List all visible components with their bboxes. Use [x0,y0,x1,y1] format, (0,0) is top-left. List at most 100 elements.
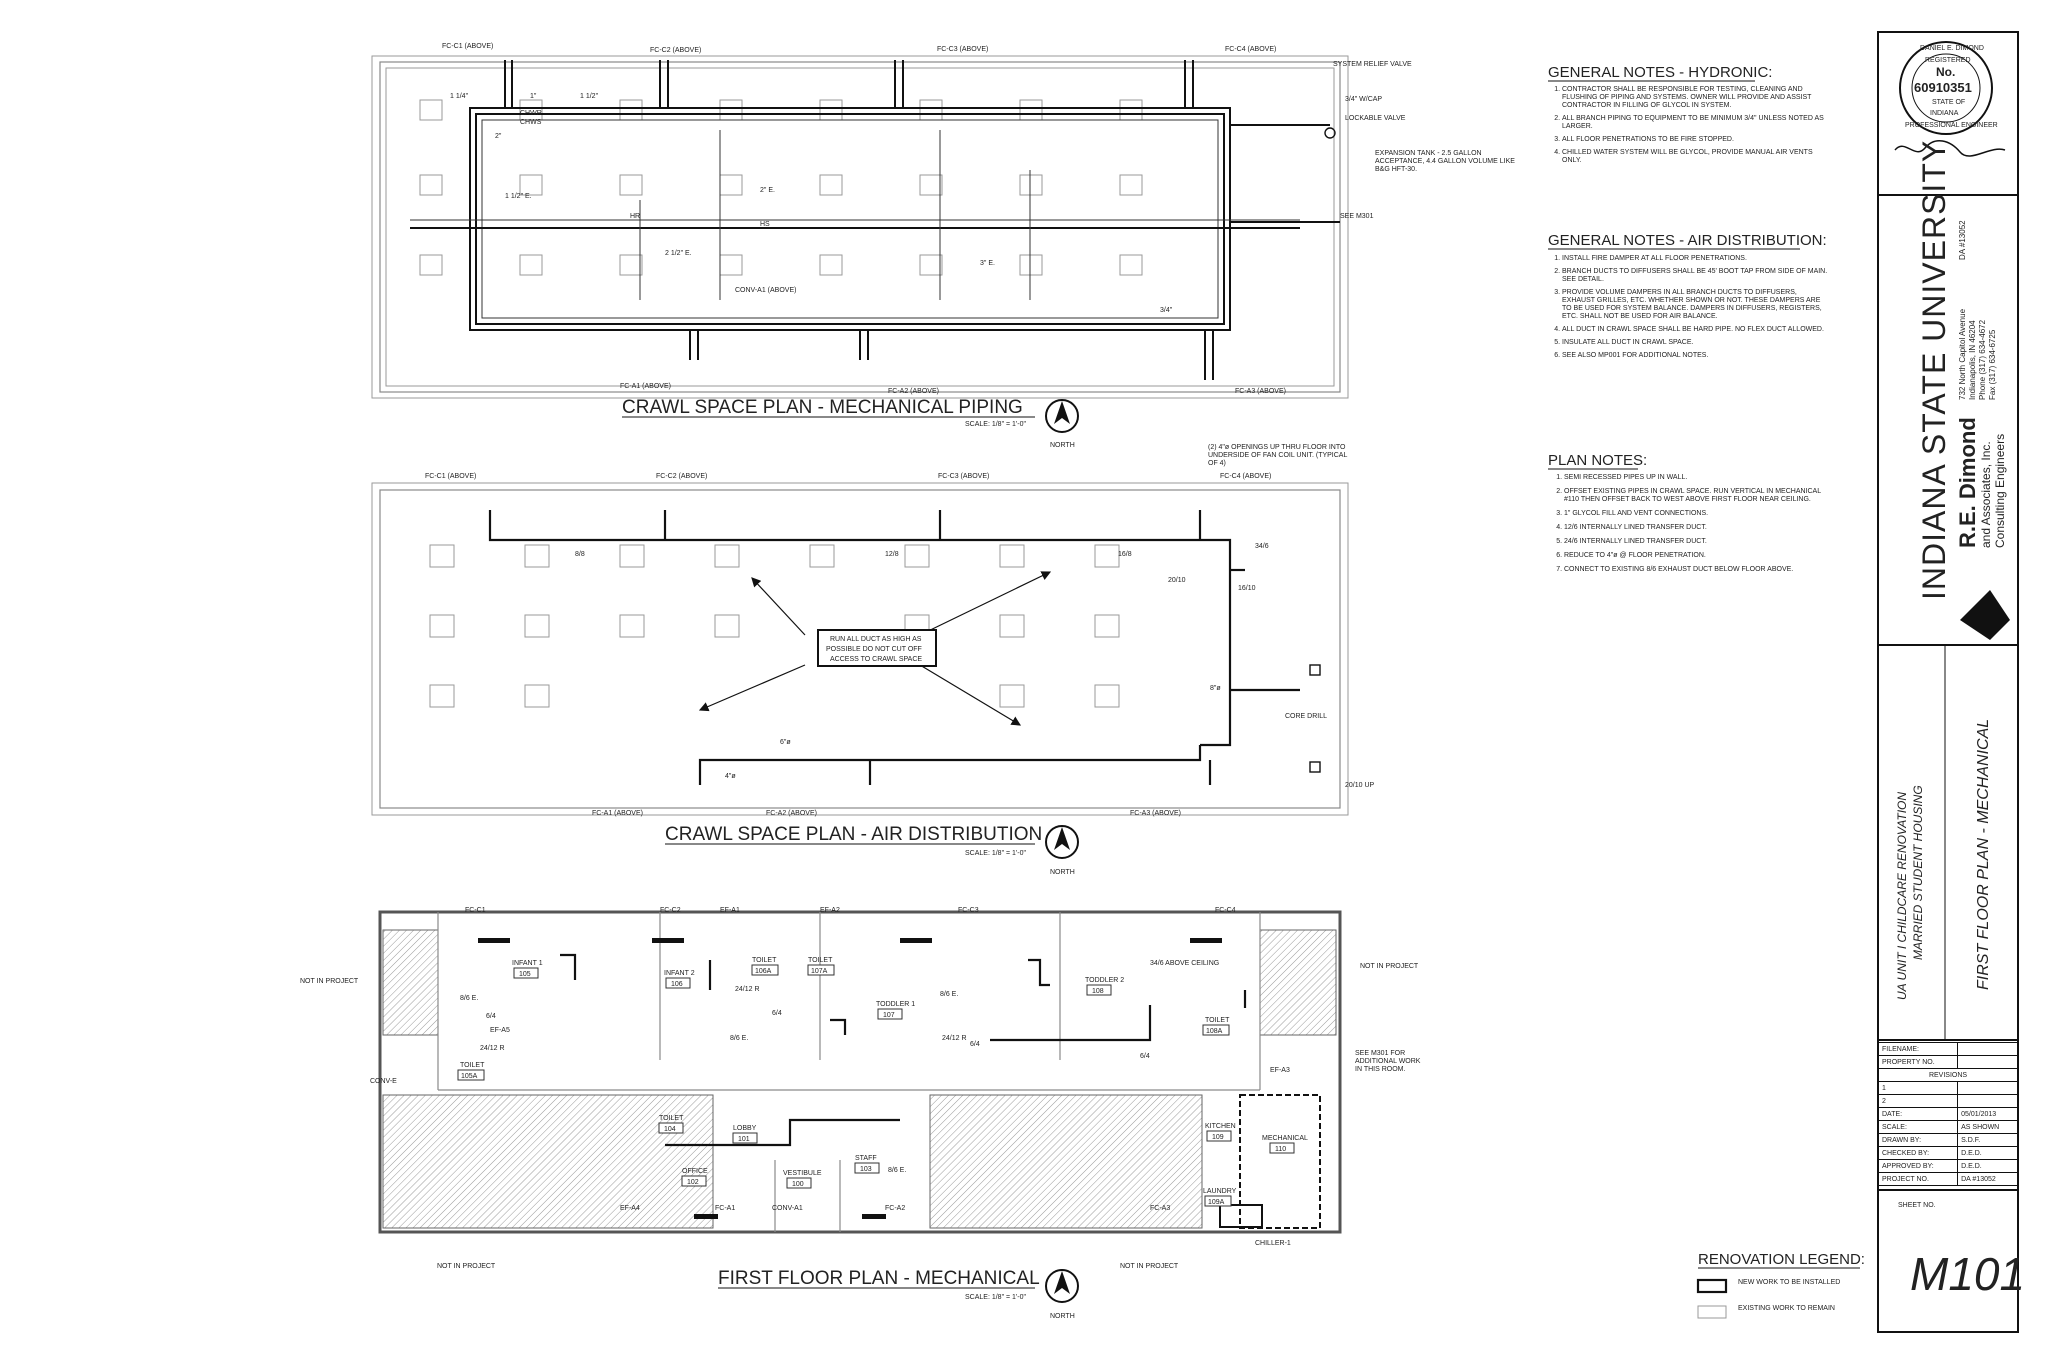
piping-code-hs: HS [760,221,770,228]
project-subtitle: MARRIED STUDENT HOUSING [1911,785,1925,960]
room-number: 108 [1092,988,1104,995]
title-field-label: 2 [1878,1094,1959,1108]
air-grille-icon [1309,664,1321,676]
title-field-row: FILENAME: [1878,1042,2018,1056]
ff-tag-fc-c4: FC-C4 [1215,907,1236,914]
project-name: UA UNIT I CHILDCARE RENOVATION [1895,792,1909,1000]
first-floor-plan: FC-C1 FC-C2 FC-C3 FC-C4 EF-A1 EF-A2 EF-A… [300,907,1420,1320]
air-tag-fc-c3: FC-C3 (ABOVE) [938,473,989,480]
fan-coil-units [478,938,1263,1228]
ff-tag-ef-a5: EF-A5 [490,1027,510,1034]
plan-note: SEMI RECESSED PIPES UP IN WALL. [1564,474,1828,482]
title-field-row: PROJECT NO.DA #13052 [1878,1172,2018,1186]
air-duct-size: 16/8 [1118,551,1132,558]
room-name: LAUNDRY [1203,1188,1237,1195]
project-code: DA #13052 [1958,220,1967,260]
hydronic-notes-list: CONTRACTOR SHALL BE RESPONSIBLE FOR TEST… [1548,86,1828,165]
title-field-row: PROPERTY NO. [1878,1055,2018,1069]
air-notes-heading: GENERAL NOTES - AIR DISTRIBUTION: [1548,232,1827,249]
seal-no: No. [1936,65,1955,79]
air-duct-size: 8/8 [575,551,585,558]
room-name: INFANT 2 [664,970,695,977]
ff-plan-title: FIRST FLOOR PLAN - MECHANICAL [718,1268,1040,1289]
ff-tag-fc-c1: FC-C1 [465,907,486,914]
seal-state: INDIANA [1930,110,1959,117]
room-name: INFANT 1 [512,960,543,967]
room-number: 108A [1206,1028,1223,1035]
room-number: 100 [792,1181,804,1188]
room-kitchen: KITCHEN 109 [1205,1123,1236,1142]
piping-size: 1 1/2" E. [505,193,532,200]
firm-logo-icon [1960,590,2010,640]
ff-tag-ef-a1: EF-A1 [720,907,740,914]
room-name: TOILET [808,957,833,964]
title-field-row: CHECKED BY:D.E.D. [1878,1146,2018,1160]
mechanical-room-outline [1239,1094,1321,1229]
room-number: 102 [687,1179,699,1186]
piping-tag-fc-c1: FC-C1 (ABOVE) [442,43,493,50]
room-toilet-104: TOILET 104 [658,1115,684,1134]
air-center-note: RUN ALL DUCT AS HIGH AS [830,636,922,643]
room-name: TOILET [659,1115,684,1122]
room-name: TODDLER 1 [876,1001,915,1008]
title-field-row: 2 [1878,1094,2018,1108]
legend-existing-label: EXISTING WORK TO REMAIN [1738,1305,1835,1312]
piping-size: 1 1/4" [450,93,469,100]
hydronic-note: CHILLED WATER SYSTEM WILL BE GLYCOL, PRO… [1562,149,1828,165]
seal-profession: PROFESSIONAL ENGINEER [1905,122,1998,129]
piping-tag-fc-c2: FC-C2 (ABOVE) [650,47,701,54]
title-field-label: DATE: [1878,1107,1959,1121]
plan-note: OFFSET EXISTING PIPES IN CRAWL SPACE. RU… [1564,488,1828,504]
room-number: 110 [1275,1146,1286,1153]
ff-tag-fc-a2: FC-A2 [885,1205,905,1212]
piping-tag-fc-c4: FC-C4 (ABOVE) [1225,46,1276,53]
room-toddler-1: TODDLER 1 107 [876,1001,915,1020]
air-duct-size: 34/6 [1255,543,1269,550]
piping-size: 2 1/2" E. [665,250,692,257]
room-number: 105A [461,1073,478,1080]
ff-callout-not-in-project: NOT IN PROJECT [437,1263,496,1270]
room-name: TODDLER 2 [1085,977,1124,984]
room-toilet-107a: TOILET 107A [807,957,835,976]
ff-callout-not-in-project: NOT IN PROJECT [1120,1263,1179,1270]
title-field-value: D.E.D. [1957,1146,2018,1160]
firm-subtitle: and Associates, Inc. [1979,441,1993,548]
room-name: TOILET [1205,1017,1230,1024]
piping-plan: FC-C1 (ABOVE) FC-C2 (ABOVE) FC-C3 (ABOVE… [371,43,1515,449]
expansion-tank-icon [1324,127,1336,139]
seal-name: DANIEL E. DIMOND [1920,45,1984,52]
air-tag-fc-a3: FC-A3 (ABOVE) [1130,810,1181,817]
university-name: INDIANA STATE UNIVERSITY [1916,140,1952,600]
title-block: DANIEL E. DIMOND REGISTERED No. 60910351… [1877,31,2019,1333]
ff-plan-scale: SCALE: 1/8" = 1'-0" [965,1294,1026,1301]
air-arrows [698,571,1052,726]
ff-duct-size: 6/4 [1140,1053,1150,1060]
title-field-label: PROPERTY NO. [1878,1055,1959,1069]
room-infant-1: INFANT 1 105 [512,960,543,979]
air-duct-size: 12/8 [885,551,899,558]
room-name: VESTIBULE [783,1170,822,1177]
firm-address: Phone (317) 634-4672 [1978,319,1987,400]
room-vestibule: VESTIBULE 100 [783,1170,822,1189]
hydronic-note: ALL FLOOR PENETRATIONS TO BE FIRE STOPPE… [1562,136,1828,144]
room-staff: STAFF 103 [854,1155,880,1174]
title-field-label: REVISIONS [1878,1068,2018,1082]
piping-tag-fc-a3: FC-A3 (ABOVE) [1235,388,1286,395]
room-mechanical: MECHANICAL 110 [1262,1135,1308,1154]
title-field-value: S.D.F. [1957,1133,2018,1147]
firm-subtitle: Consulting Engineers [1993,434,2007,548]
hydronic-note: ALL BRANCH PIPING TO EQUIPMENT TO BE MIN… [1562,115,1828,131]
title-field-value: D.E.D. [1957,1159,2018,1173]
ff-callout-not-in-project: NOT IN PROJECT [1360,963,1419,970]
ff-duct-size: 8/6 E. [940,991,958,998]
piping-plan-title: CRAWL SPACE PLAN - MECHANICAL PIPING [622,397,1023,418]
piping-loop [410,60,1340,380]
plan-note: REDUCE TO 4"ø @ FLOOR PENETRATION. [1564,552,1828,560]
legend-new-label: NEW WORK TO BE INSTALLED [1738,1279,1840,1286]
firm-name: R.E. Dimond [1955,417,1980,548]
air-note: INSTALL FIRE DAMPER AT ALL FLOOR PENETRA… [1562,255,1828,263]
plan-note: 12/6 INTERNALLY LINED TRANSFER DUCT. [1564,524,1828,532]
piping-tag-fc-a1: FC-A1 (ABOVE) [620,383,671,390]
legend-new-swatch [1696,1278,1728,1294]
